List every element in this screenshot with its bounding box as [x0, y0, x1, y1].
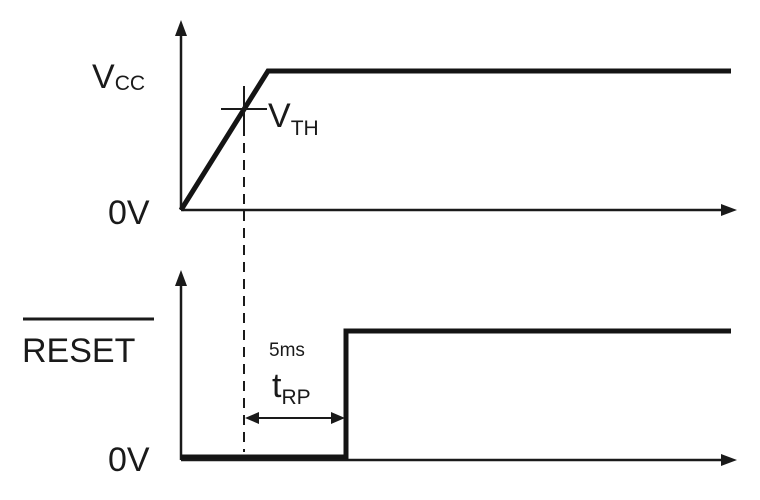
vcc-y-axis-arrowhead [175, 20, 187, 36]
reset-signal-label: RESET [22, 332, 135, 370]
vcc-zero-label: 0V [108, 194, 150, 232]
trp-left-arrowhead [245, 412, 259, 424]
trp-right-arrowhead [331, 412, 345, 424]
reset-waveform [181, 328, 731, 460]
reset-panel: RESET 0V 5ms tRP [22, 270, 737, 479]
reset-x-axis-arrowhead [721, 454, 737, 466]
vcc-panel: VCC VTH 0V [92, 20, 737, 232]
reset-y-axis-arrowhead [175, 270, 187, 286]
reset-zero-label: 0V [108, 441, 150, 479]
vth-label: VTH [268, 97, 319, 140]
vcc-level-label: VCC [92, 58, 145, 96]
trp-label: tRP [272, 367, 311, 409]
vcc-waveform [178, 68, 731, 212]
trp-duration-value: 5ms [269, 340, 305, 361]
vcc-x-axis-arrowhead [721, 204, 737, 216]
